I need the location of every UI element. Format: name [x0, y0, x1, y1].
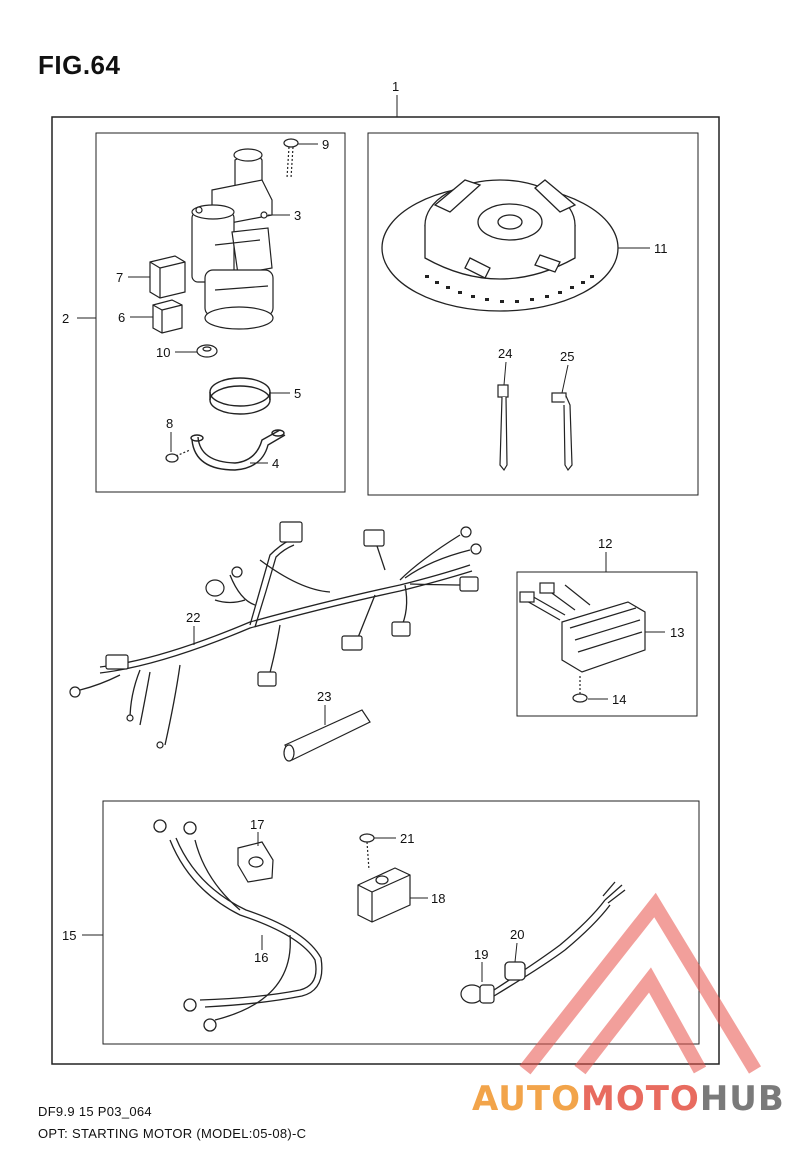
- callout-1: 1: [392, 79, 399, 94]
- callout-11: 11: [654, 241, 668, 256]
- callout-12: 12: [598, 536, 612, 551]
- switch-19: [460, 984, 495, 1004]
- group-12-frame: [516, 571, 698, 717]
- callout-19: 19: [474, 947, 488, 962]
- callout-25: 25: [560, 349, 574, 364]
- bolt-9: [283, 138, 299, 179]
- callout-14: 14: [612, 692, 626, 707]
- group-11-frame: [367, 132, 699, 496]
- leader-25: [561, 364, 569, 394]
- callout-18: 18: [431, 891, 445, 906]
- assembly-frame: [51, 116, 720, 1065]
- group-15-frame: [102, 800, 700, 1045]
- screw-21: [359, 833, 375, 871]
- callout-8: 8: [166, 416, 173, 431]
- callout-9: 9: [322, 137, 329, 152]
- callout-21: 21: [400, 831, 414, 846]
- callout-17: 17: [250, 817, 264, 832]
- rectifier-13: [519, 582, 646, 673]
- bolt-8: [165, 449, 191, 463]
- bracket-4: [190, 429, 286, 471]
- watermark-part-moto: MOTO: [580, 1079, 700, 1119]
- callout-23: 23: [317, 689, 331, 704]
- callout-6: 6: [118, 310, 125, 325]
- callout-20: 20: [510, 927, 524, 942]
- callout-5: 5: [294, 386, 301, 401]
- diagram-code: DF9.9 15 P03_064: [38, 1104, 152, 1119]
- diagram-caption: OPT: STARTING MOTOR (MODEL:05-08)-C: [38, 1126, 307, 1141]
- harness-connectors: [69, 521, 482, 749]
- callout-3: 3: [294, 208, 301, 223]
- callout-15: 15: [62, 928, 76, 943]
- callout-4: 4: [272, 456, 279, 471]
- leader-24: [503, 361, 507, 386]
- leader-20: [514, 942, 518, 963]
- cable-tie-24: [497, 384, 509, 472]
- watermark-logo: [519, 892, 761, 1075]
- flywheel-teeth: [425, 275, 594, 303]
- callout-22: 22: [186, 610, 200, 625]
- tube-23: [283, 709, 371, 762]
- band-5: [209, 377, 271, 415]
- callout-2: 2: [62, 311, 69, 326]
- cable-tie-25: [551, 392, 573, 472]
- callout-10: 10: [156, 345, 170, 360]
- flywheel-11: [381, 179, 619, 312]
- nut-10: [196, 344, 218, 358]
- starting-motor: [191, 148, 274, 330]
- relay-7: [149, 255, 186, 299]
- grommet-17: [237, 841, 274, 883]
- callout-16: 16: [254, 950, 268, 965]
- callout-labels: 1 2 3 4 5 6 7 8 9 10 11 12 13 14 15 16 1…: [62, 79, 684, 965]
- callout-24: 24: [498, 346, 512, 361]
- battery-cable-16: [153, 819, 323, 1032]
- watermark-part-auto: AUTO: [472, 1079, 581, 1119]
- relay-6: [152, 299, 183, 334]
- watermark-text: AUTOMOTOHUB: [472, 1079, 785, 1119]
- wiring-harness-22: [79, 534, 473, 746]
- holder-18: [357, 867, 411, 923]
- group-2-frame: [95, 132, 346, 493]
- callout-7: 7: [116, 270, 123, 285]
- cable-20: [493, 881, 626, 997]
- figure-title: FIG.64: [38, 50, 121, 80]
- watermark-part-hub: HUB: [699, 1079, 785, 1119]
- callout-13: 13: [670, 625, 684, 640]
- screw-14: [572, 676, 588, 703]
